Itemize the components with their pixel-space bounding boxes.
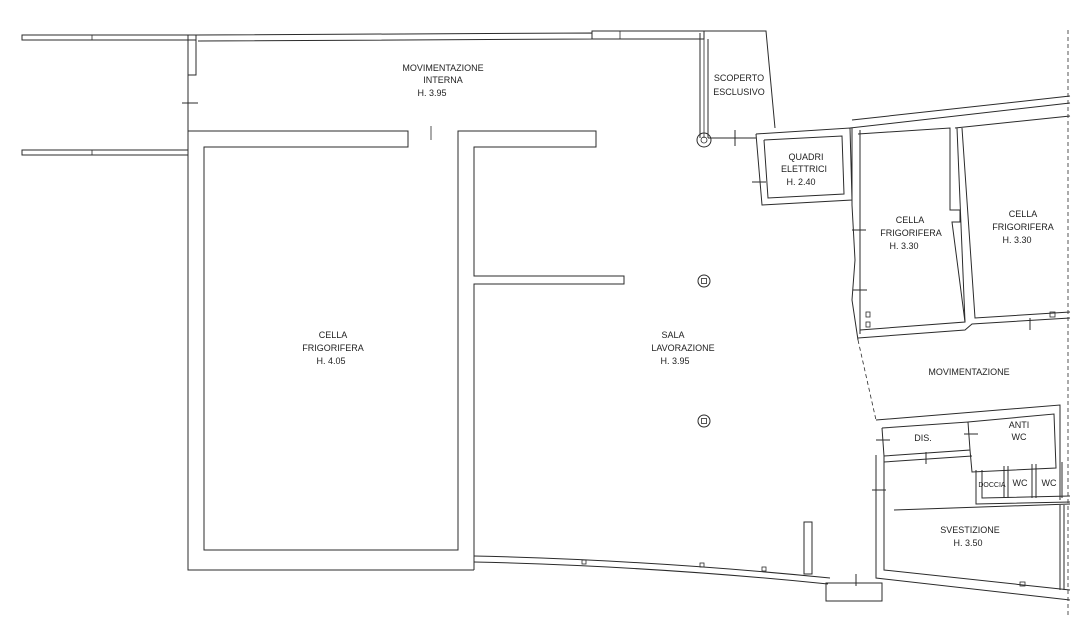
cella-frigorifera-2-height: H. 3.30 <box>889 241 918 251</box>
services-block <box>872 404 1071 601</box>
svestizione-line1: SVESTIZIONE <box>940 525 1000 535</box>
left-canopy-rails <box>21 34 189 156</box>
svestizione-height: H. 3.50 <box>953 538 982 548</box>
room-label-movimentazione: MOVIMENTAZIONE <box>928 367 1009 377</box>
cella-frigorifera-3-line1: CELLA <box>1009 209 1038 219</box>
cella-frigorifera-3-line2: FRIGORIFERA <box>992 222 1054 232</box>
top-wall <box>182 30 776 138</box>
cella-frigorifera-1-height: H. 4.05 <box>316 356 345 366</box>
anti-wc-line2: WC <box>1012 432 1027 442</box>
bottom-wall <box>473 521 883 602</box>
cella-frigorifera-1-line2: FRIGORIFERA <box>302 343 364 353</box>
room-label-anti-wc: ANTI WC <box>1009 420 1030 442</box>
quadri-elettrici-line1: QUADRI <box>788 152 823 162</box>
room-label-cella-frigorifera-3: CELLA FRIGORIFERA H. 3.30 <box>992 209 1054 245</box>
room-label-doccia: DOCCIA <box>978 482 1006 489</box>
room-label-dis: DIS. <box>914 433 932 443</box>
scoperto-esclusivo-line1: SCOPERTO <box>714 73 764 83</box>
scoperto-esclusivo-line2: ESCLUSIVO <box>713 87 765 97</box>
room-label-wc-1: WC <box>1013 478 1028 488</box>
room-label-wc-2: WC <box>1042 478 1057 488</box>
cella-frigorifera-2-line2: FRIGORIFERA <box>880 228 942 238</box>
room-label-svestizione: SVESTIZIONE H. 3.50 <box>940 525 1000 548</box>
movimentazione-interna-line1: MOVIMENTAZIONE <box>402 63 483 73</box>
cella-frigorifera-1-line1: CELLA <box>319 330 348 340</box>
sala-lavorazione-height: H. 3.95 <box>660 356 689 366</box>
wc-2-line1: WC <box>1042 478 1057 488</box>
room-label-movimentazione-interna: MOVIMENTAZIONE INTERNA H. 3.95 <box>402 63 483 98</box>
dis-line1: DIS. <box>914 433 932 443</box>
room-label-cella-frigorifera-1: CELLA FRIGORIFERA H. 4.05 <box>302 330 364 366</box>
room-label-sala-lavorazione: SALA LAVORAZIONE H. 3.95 <box>651 330 714 366</box>
outer-left-walls <box>187 75 625 571</box>
wc-1-line1: WC <box>1013 478 1028 488</box>
room-label-scoperto-esclusivo: SCOPERTO ESCLUSIVO <box>713 73 765 97</box>
sala-lavorazione-line2: LAVORAZIONE <box>651 343 714 353</box>
quadri-elettrici-line2: ELETTRICI <box>781 164 827 174</box>
quadri-elettrici-height: H. 2.40 <box>786 177 815 187</box>
doccia-line1: DOCCIA <box>978 482 1006 489</box>
movimentazione-interna-height: H. 3.95 <box>417 88 446 98</box>
pillar-symbols <box>696 132 712 428</box>
cella-frigorifera-2-line1: CELLA <box>896 215 925 225</box>
movimentazione-interna-line2: INTERNA <box>423 75 463 85</box>
movimentazione-line1: MOVIMENTAZIONE <box>928 367 1009 377</box>
right-cold-rooms <box>849 95 1071 341</box>
room-label-cella-frigorifera-2: CELLA FRIGORIFERA H. 3.30 <box>880 215 942 251</box>
room-label-quadri-elettrici: QUADRI ELETTRICI H. 2.40 <box>781 152 827 187</box>
anti-wc-line1: ANTI <box>1009 420 1030 430</box>
cella-frigorifera-3-height: H. 3.30 <box>1002 235 1031 245</box>
sala-lavorazione-line1: SALA <box>661 330 684 340</box>
